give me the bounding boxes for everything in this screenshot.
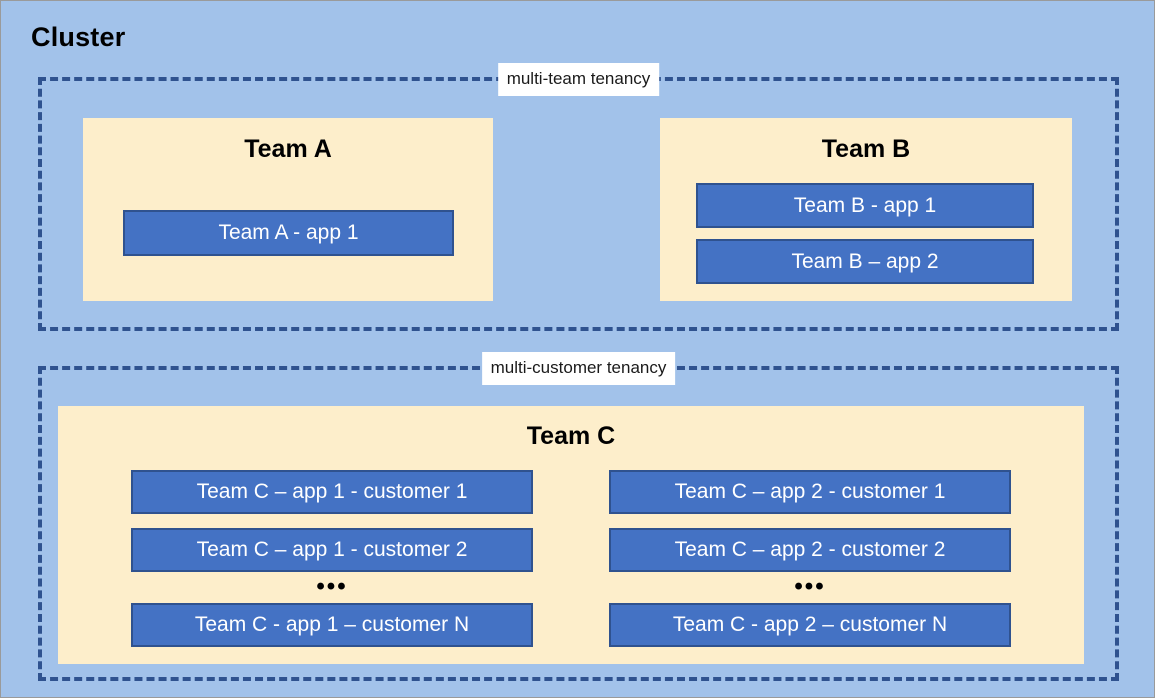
app-box-team-c-app-1-customer-n[interactable]: Team C - app 1 – customer N — [131, 603, 533, 647]
ellipsis-team-c-app-2: ••• — [794, 573, 826, 600]
app-box-team-b-app-2[interactable]: Team B – app 2 — [696, 239, 1034, 284]
app-box-team-c-app-1-customer-1[interactable]: Team C – app 1 - customer 1 — [131, 470, 533, 514]
app-box-team-c-app-2-customer-1[interactable]: Team C – app 2 - customer 1 — [609, 470, 1011, 514]
app-box-team-c-app-1-customer-2[interactable]: Team C – app 1 - customer 2 — [131, 528, 533, 572]
tenancy-group-label-multi-team: multi-team tenancy — [497, 63, 660, 96]
app-box-team-c-app-2-customer-n[interactable]: Team C - app 2 – customer N — [609, 603, 1011, 647]
app-column-team-c-app-2: Team C – app 2 - customer 1 Team C – app… — [609, 470, 1011, 660]
team-panel-team-a: Team A — [83, 118, 493, 301]
app-list-team-a: Team A - app 1 — [123, 210, 454, 256]
tenancy-group-multi-team: multi-team tenancy — [38, 63, 1119, 331]
spacer — [609, 514, 1011, 528]
team-title-team-b: Team B — [821, 135, 911, 163]
spacer — [131, 514, 533, 528]
ellipsis-team-c-app-1: ••• — [316, 573, 348, 600]
app-box-team-a-app-1[interactable]: Team A - app 1 — [123, 210, 454, 256]
tenancy-group-multi-customer: multi-customer tenancy — [38, 352, 1119, 681]
app-list-team-b: Team B - app 1 Team B – app 2 — [696, 183, 1034, 284]
app-box-team-b-app-1[interactable]: Team B - app 1 — [696, 183, 1034, 228]
tenancy-group-label-multi-customer: multi-customer tenancy — [481, 352, 676, 385]
app-grid-team-c: Team C – app 1 - customer 1 Team C – app… — [58, 470, 1084, 660]
app-column-team-c-app-1: Team C – app 1 - customer 1 Team C – app… — [131, 470, 533, 660]
app-box-team-c-app-2-customer-2[interactable]: Team C – app 2 - customer 2 — [609, 528, 1011, 572]
team-title-team-a: Team A — [244, 135, 332, 163]
team-title-team-c: Team C — [526, 422, 616, 450]
cluster-title: Cluster — [31, 22, 126, 52]
